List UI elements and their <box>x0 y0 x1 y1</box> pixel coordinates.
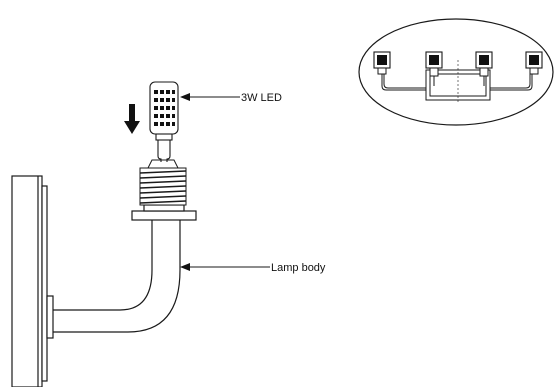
led-callout: 3W LED <box>180 92 282 104</box>
socket-collar <box>131 204 197 221</box>
led-label: 3W LED <box>241 92 282 104</box>
inset-socket-2 <box>425 51 443 86</box>
led-leader-arrow <box>180 93 190 101</box>
inset-socket-3 <box>475 51 493 86</box>
inset-socket-1 <box>373 51 391 75</box>
led-bulb <box>149 81 179 162</box>
inset-socket-4 <box>525 51 543 75</box>
inset-arm-bar <box>381 60 533 104</box>
bulb-pins <box>157 140 171 162</box>
socket-threads <box>139 170 187 204</box>
lamp-body-arm <box>53 220 181 333</box>
led-chips <box>154 90 175 126</box>
body-callout: Lamp body <box>180 262 326 274</box>
inset-ellipse <box>358 18 554 126</box>
down-arrow-icon <box>124 104 140 134</box>
wall-plate <box>11 175 54 387</box>
threaded-socket <box>139 159 187 206</box>
body-label: Lamp body <box>271 262 326 274</box>
fixture-overview-inset <box>358 18 554 126</box>
body-leader-arrow <box>180 263 190 271</box>
